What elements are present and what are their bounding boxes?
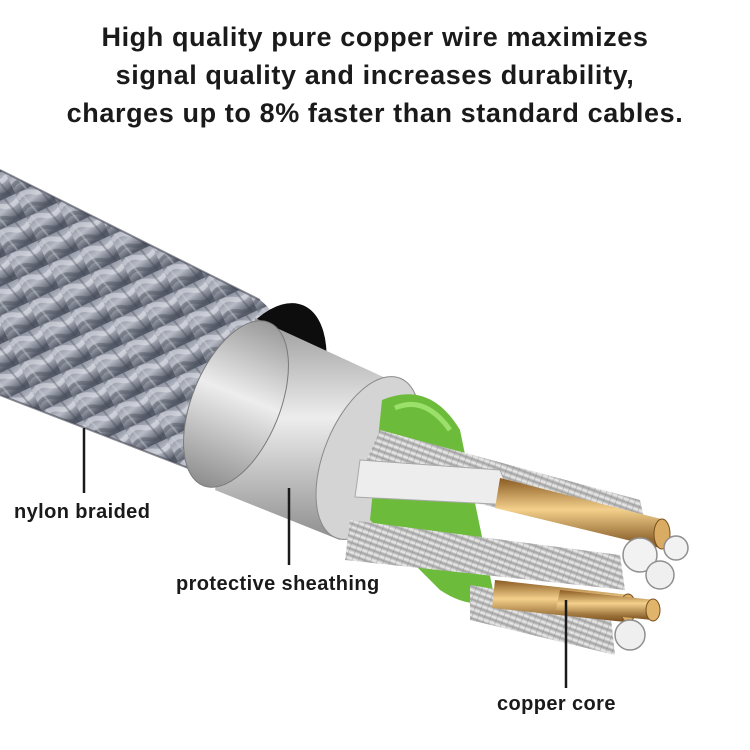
headline-line-1: High quality pure copper wire maximizes	[101, 22, 649, 52]
protective-sheathing-label: protective sheathing	[176, 573, 380, 595]
headline-line-2: signal quality and increases durability,	[115, 60, 635, 90]
callout-leader-lines	[82, 428, 568, 688]
copper-cores	[492, 478, 671, 623]
silver-strand-bundles	[345, 430, 650, 655]
copper-core-label: copper core	[497, 693, 616, 715]
headline: High quality pure copper wire maximizes …	[0, 18, 750, 132]
headline-line-3: charges up to 8% faster than standard ca…	[66, 98, 684, 128]
nylon-braided-label: nylon braided	[14, 501, 151, 523]
strand-end-caps	[614, 535, 689, 651]
